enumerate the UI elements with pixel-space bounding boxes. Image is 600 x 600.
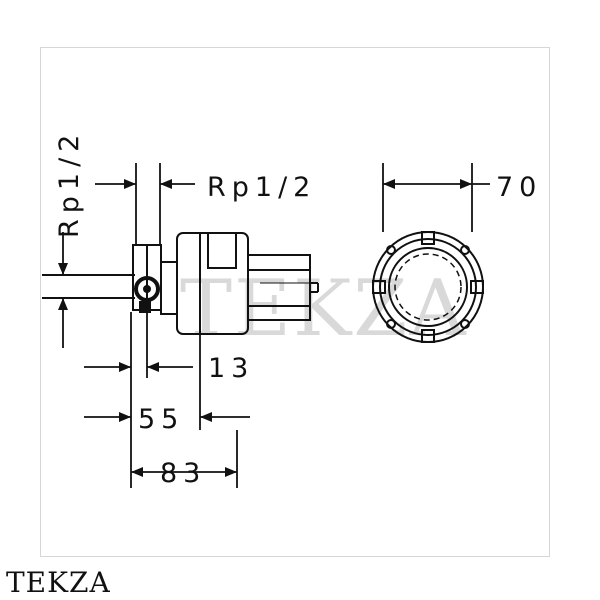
dim-70 (382, 163, 490, 232)
watermark: TEKZA (180, 264, 468, 354)
valve-front-view (372, 231, 484, 343)
label-rp-horizontal: Rp1/2 (207, 172, 316, 203)
dim-83 (130, 430, 238, 488)
dim-55 (84, 334, 250, 430)
label-13: 13 (208, 353, 254, 384)
dim-13 (84, 312, 193, 378)
label-83: 83 (160, 458, 206, 489)
label-rp-vertical: Rp1/2 (54, 129, 85, 238)
label-55: 55 (138, 404, 184, 435)
drawing-frame (40, 47, 550, 557)
dim-rp-horizontal (95, 163, 195, 245)
valve-side-view (42, 232, 319, 335)
label-70: 70 (496, 172, 542, 203)
brand-logo-text: TEKZA (6, 566, 111, 599)
